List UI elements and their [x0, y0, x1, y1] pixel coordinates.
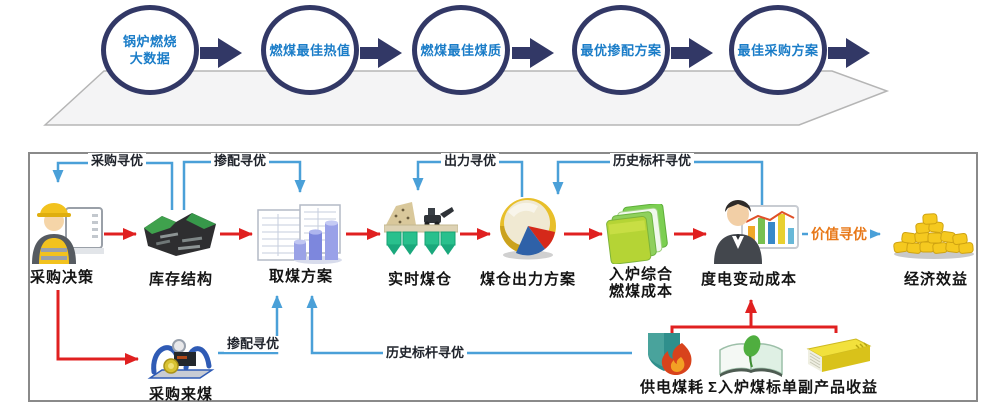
step-arrow-icon — [828, 38, 870, 68]
worker-laptop-icon — [32, 203, 104, 264]
node-label-economic-benefit: 经济效益 — [903, 271, 969, 288]
coal-bunker-icon — [384, 202, 458, 255]
edge-decision-to-procured-coal — [56, 290, 139, 365]
banner-step-label: 燃煤最佳热值 — [269, 42, 351, 58]
edge-label-output-opt: 出力寻优 — [440, 153, 500, 169]
edge-history-benchmark-bottom — [306, 295, 632, 355]
node-label-furnace-coal-standard: Σ入炉煤标单 — [707, 379, 799, 396]
coal-stockpile-icon — [144, 213, 216, 256]
platform-shape — [43, 70, 890, 126]
person-chart-icon — [714, 200, 799, 264]
shield-flame-icon — [648, 333, 692, 375]
node-label-line: 燃煤成本 — [608, 283, 674, 300]
node-label-inventory-structure: 库存结构 — [148, 271, 214, 288]
node-label-power-coal-consumption: 供电煤耗 — [639, 379, 705, 396]
step-arrow-icon — [360, 38, 402, 68]
pie-chart-icon — [500, 198, 556, 260]
banner-step-boiler-big-data: 锅炉燃烧 大数据 — [101, 5, 199, 95]
bottom-group-bracket — [670, 325, 838, 333]
edge-label-history-benchmark-top: 历史标杆寻优 — [609, 153, 695, 169]
green-folders-icon — [606, 204, 668, 264]
coal-sampler-machine-icon — [147, 339, 215, 379]
edge-label-procurement-opt: 采购寻优 — [87, 153, 147, 169]
step-arrow-icon — [671, 38, 713, 68]
banner-step-label: 锅炉燃烧 — [122, 34, 177, 49]
banner-step-best-purchase-plan: 最佳采购方案 — [729, 5, 827, 95]
edge-label-blend-opt-bottom: 掺配寻优 — [223, 336, 283, 352]
edge-label-history-benchmark-bottom: 历史标杆寻优 — [382, 345, 468, 361]
node-label-procured-coal: 采购来煤 — [148, 386, 214, 403]
gold-coins-icon — [893, 213, 974, 259]
node-label-kwh-variable-cost: 度电变动成本 — [700, 271, 798, 288]
node-label-coal-retrieval-plan: 取煤方案 — [268, 268, 334, 285]
node-label-bunker-output-plan: 煤仓出力方案 — [479, 271, 577, 288]
step-arrow-icon — [512, 38, 554, 68]
node-label-realtime-bunker: 实时煤仓 — [387, 271, 453, 288]
documents-barchart-icon — [257, 204, 342, 264]
step-arrow-icons — [200, 38, 870, 68]
banner-step-label: 大数据 — [129, 51, 171, 66]
node-label-line: 入炉综合 — [608, 266, 674, 283]
yellow-ledger-icon — [806, 338, 872, 372]
banner-step-best-blend-plan: 最优掺配方案 — [572, 5, 670, 95]
node-label-procurement-decision: 采购决策 — [29, 269, 95, 286]
edge-label-blend-opt-top: 掺配寻优 — [210, 153, 270, 169]
book-leaf-icon — [719, 335, 783, 377]
banner-step-label: 最优掺配方案 — [580, 42, 662, 58]
node-label-byproduct-revenue: 副产品收益 — [797, 379, 879, 396]
banner-step-label: 燃煤最佳煤质 — [420, 42, 502, 58]
node-label-furnace-coal-cost: 入炉综合 燃煤成本 — [609, 266, 673, 300]
banner-step-best-heat-value: 燃煤最佳热值 — [261, 5, 359, 95]
banner-step-label: 最佳采购方案 — [737, 42, 819, 58]
edge-blend-opt-bottom — [218, 295, 283, 355]
edge-label-value-opt: 价值寻优 — [808, 226, 870, 242]
step-arrow-icon — [200, 38, 242, 68]
banner-step-best-coal-quality: 燃煤最佳煤质 — [412, 5, 510, 95]
